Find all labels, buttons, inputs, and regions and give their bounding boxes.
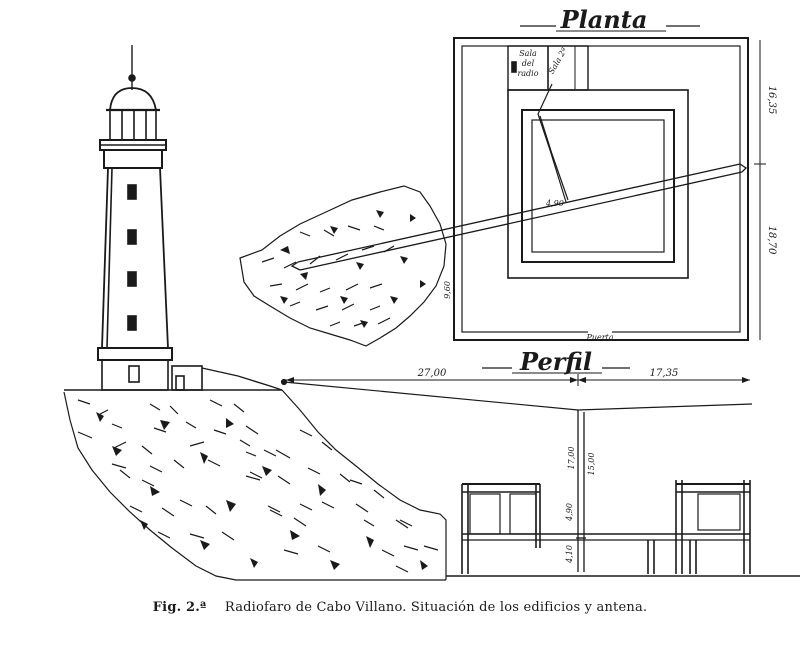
profile-title: Perfil	[519, 347, 592, 376]
height-upper-label: 15,00	[587, 453, 596, 476]
door-label: Puerta	[585, 333, 613, 342]
figure-caption: Fig. 2.ª Radiofaro de Cabo Villano. Situ…	[0, 600, 800, 615]
room-label-line1: Sala	[519, 49, 537, 58]
plan-dim-top: 16,35	[766, 86, 777, 115]
plan-title: Planta	[560, 5, 648, 34]
cliff-rocks	[63, 389, 447, 581]
lighthouse	[97, 45, 283, 391]
plan-view	[453, 37, 749, 341]
profile-height-dimensions: 17,00 15,00 4,90 4,10	[565, 447, 596, 564]
figure-number: Fig. 2.ª	[152, 600, 207, 615]
building-section	[446, 480, 800, 577]
height-total-label: 17,00	[567, 447, 576, 470]
height-base-label: 4,10	[565, 545, 574, 564]
plan-title-group: Planta	[520, 5, 700, 34]
antenna-downlead	[576, 410, 586, 572]
profile-span-dimension: 27,00 17,35	[286, 368, 750, 386]
antenna-wires	[280, 378, 753, 411]
height-mid-label: 4,90	[565, 503, 574, 522]
profile-title-group: Perfil	[482, 347, 630, 376]
plan-dim-left: 9,60	[443, 281, 452, 299]
plan-dim-right: 18,70	[766, 226, 777, 255]
side-room-label: Sala 2ª	[547, 46, 569, 76]
cliff-hatching	[96, 412, 428, 570]
room-label-line2: del	[522, 59, 535, 68]
room-label-line3: radio	[517, 69, 538, 78]
offset-label: 4,90	[545, 199, 564, 208]
span-left-label: 27,00	[417, 368, 447, 379]
span-right-label: 17,35	[650, 368, 679, 379]
plan-dimensions: 16,35 18,70 9,60	[443, 40, 777, 340]
upper-rocks	[239, 185, 447, 347]
antenna-feed-line	[290, 163, 748, 271]
figure-caption-text: Radiofaro de Cabo Villano. Situación de …	[224, 600, 648, 615]
